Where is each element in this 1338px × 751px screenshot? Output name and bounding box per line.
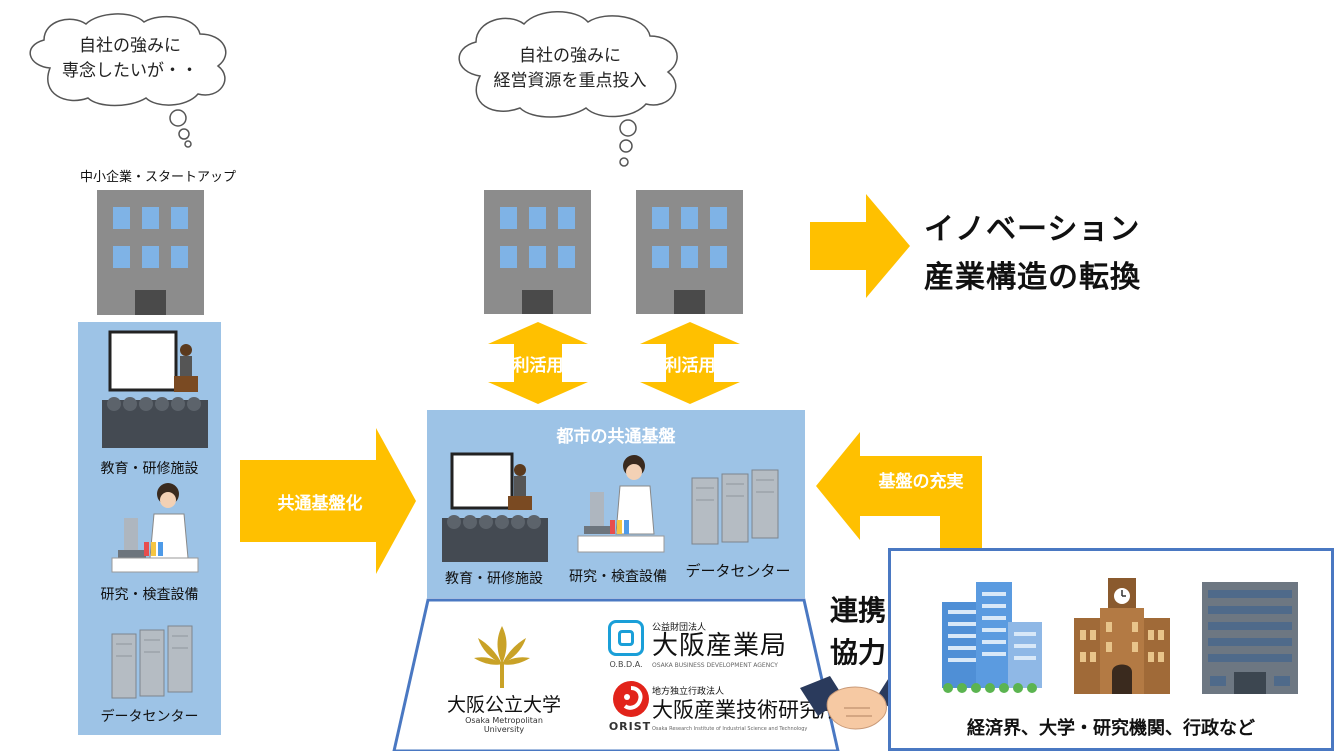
obda-logo	[608, 620, 644, 656]
city-research-label: 研究・検査設備	[569, 569, 667, 585]
innovation-arrow	[810, 194, 910, 298]
collab-line1: 連携	[830, 594, 887, 627]
thought-left-line1: 自社の強みに	[79, 36, 181, 56]
platform-enhance-label: 基盤の充実	[878, 471, 964, 492]
orist-logo	[613, 681, 649, 717]
left-research-label: 研究・検査設備	[100, 587, 199, 603]
omu-logo	[474, 626, 530, 688]
city-datacenter-label: データセンター	[685, 562, 791, 580]
obda-abbr: O.B.D.A.	[609, 660, 643, 669]
obda-name: 大阪産業局	[652, 631, 788, 661]
obda-type: 公益財団法人	[652, 623, 707, 633]
use-arrow-right-label: 利活用	[664, 355, 716, 376]
orist-english: Osaka Research Institute of Industrial S…	[652, 726, 808, 732]
city-training-icon	[442, 452, 548, 562]
innovation-line2: 産業構造の転換	[924, 260, 1141, 295]
omu-english: Osaka Metropolitan University	[465, 716, 543, 734]
sme-building	[97, 190, 204, 315]
orist-abbr: ORIST	[608, 720, 652, 733]
city-education-label: 教育・研修施設	[445, 571, 543, 587]
company-building-1	[484, 190, 591, 314]
use-arrow-left	[488, 322, 588, 404]
city-datacenter-icon	[691, 469, 779, 545]
orist-type: 地方独立行政法人	[652, 687, 725, 697]
common-platform-label: 共通基盤化	[277, 493, 363, 514]
thought-center-line2: 経営資源を重点投入	[493, 71, 647, 91]
university-icon	[1074, 578, 1170, 694]
obda-english: OSAKA BUSINESS DEVELOPMENT AGENCY	[652, 662, 778, 669]
city-platform-title: 都市の共通基盤	[556, 426, 676, 447]
stakeholders-label: 経済界、大学・研究機関、行政など	[967, 718, 1255, 739]
city-research-icon	[577, 455, 665, 553]
thought-cloud-left	[29, 13, 227, 148]
platform-enhance-arrow	[816, 432, 982, 548]
thought-center-line1: 自社の強みに	[519, 46, 621, 66]
government-building-icon	[1202, 582, 1298, 694]
thought-cloud-center	[458, 11, 678, 167]
left-education-label: 教育・研修施設	[100, 461, 199, 477]
datacenter-icon	[111, 625, 193, 699]
office-buildings-icon	[942, 582, 1042, 693]
thought-left-line2: 専念したいが・・	[62, 61, 198, 81]
research-icon	[111, 483, 199, 573]
use-arrow-left-label: 利活用	[512, 355, 564, 376]
collab-line2: 協力	[830, 636, 887, 669]
omu-name: 大阪公立大学	[446, 694, 561, 716]
use-arrow-right	[640, 322, 740, 404]
sme-label: 中小企業・スタートアップ	[79, 170, 236, 185]
left-datacenter-label: データセンター	[100, 709, 199, 725]
innovation-line1: イノベーション	[924, 212, 1141, 247]
company-building-2	[636, 190, 743, 314]
common-platform-arrow	[240, 428, 416, 574]
training-icon	[102, 330, 208, 448]
